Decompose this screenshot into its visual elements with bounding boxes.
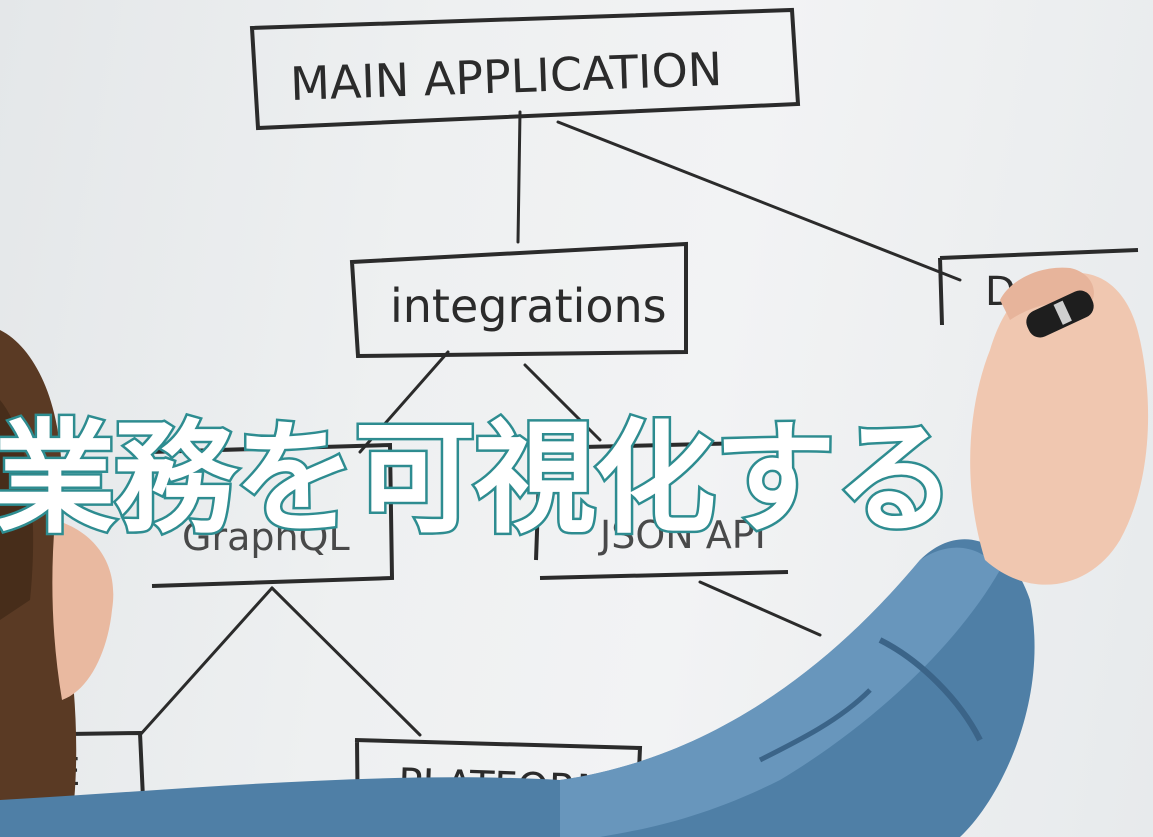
json-api-box: JSON API bbox=[534, 440, 791, 580]
marker-icon bbox=[1026, 290, 1094, 338]
graphql-label: GraphQL bbox=[182, 515, 350, 559]
integrations-box: integrations bbox=[349, 241, 688, 359]
main-application-label: MAIN APPLICATION bbox=[289, 42, 723, 111]
connector-lines bbox=[138, 110, 962, 737]
graphql-box: GraphQL bbox=[149, 442, 395, 588]
headline-title: 業務を可視化する bbox=[0, 408, 959, 550]
hand bbox=[970, 267, 1149, 585]
person-face bbox=[52, 520, 114, 700]
integrations-label: integrations bbox=[390, 279, 667, 333]
main-application-box: MAIN APPLICATION bbox=[249, 7, 801, 131]
person-hair bbox=[0, 330, 77, 837]
denim-sleeve bbox=[0, 539, 1035, 837]
json-api-label: JSON API bbox=[598, 513, 766, 557]
